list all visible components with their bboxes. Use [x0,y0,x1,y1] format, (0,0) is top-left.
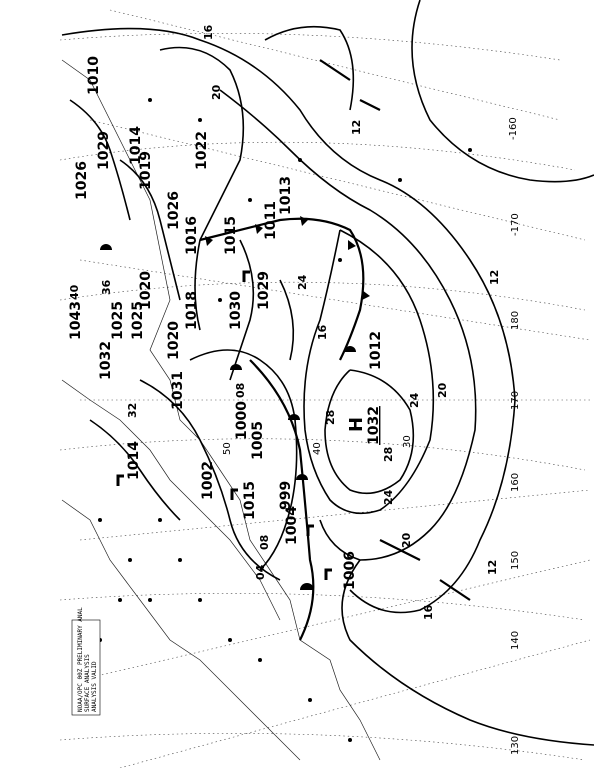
high-symbol: H [346,417,367,432]
header-line-2: SURFACE ANALYSIS [84,654,91,712]
station-plots [98,98,472,742]
pressure-label: 1029 [256,271,272,310]
isobar-value: 20 [400,532,413,548]
pressure-label: 1025 [110,301,126,340]
header-line-1: NOAA/OPC 00Z PRELIMINARY ANAL [77,607,84,712]
pressure-label: 1031 [170,371,186,410]
isobar-value: 24 [382,489,395,505]
isobar-labels: 12 12 12 16 16 16 20 20 20 24 24 24 28 2… [68,24,501,620]
pressure-label: 1015 [223,216,239,255]
pressure-label: 1014 [128,126,144,165]
pressure-label: 1018 [184,291,200,330]
longitude-label: 170 [510,391,521,410]
isobar-value: 20 [436,382,449,398]
isobar-value: 16 [202,24,215,40]
longitude-label: -160 [508,117,519,140]
isobar-value: 20 [210,84,223,100]
pressure-label: 1012 [368,331,384,370]
isobar-value: 32 [126,403,139,418]
pressure-label: 1014 [126,441,142,480]
isobar-value: 16 [316,324,329,340]
pressure-label: 1019 [138,151,154,190]
isobar-value: 40 [68,284,81,300]
isobar-value: 12 [488,270,501,285]
isobar-value: 08 [258,535,271,550]
pressure-label: 1026 [74,161,90,200]
pressure-label: 1029 [96,131,112,170]
graticule-labels: -160 -170 180 170 160 150 140 130 30 40 … [222,117,521,755]
pressure-label: 1000 [234,401,250,440]
weather-fronts [100,59,471,641]
isobar-value: 12 [486,560,499,575]
longitude-label: 140 [510,631,521,650]
isobar-value: 16 [422,604,435,620]
longitude-label: 180 [510,311,521,330]
pressure-label: 1004 [284,506,300,545]
pressure-label: 1016 [184,216,200,255]
pressure-label: 1005 [250,421,266,460]
isobars [61,0,594,746]
pressure-labels: 1010 1026 1029 1019 1014 1022 1013 1011 … [68,56,384,590]
isobar-value: 04 [254,564,267,580]
longitude-label: -170 [510,213,521,236]
high-pressure-center: H 1032 [346,406,382,445]
isobar-value: 12 [350,120,363,135]
pressure-label: 1030 [228,291,244,330]
pressure-label: 1020 [138,271,154,310]
isobar-value: 24 [408,392,421,408]
low-centers [116,270,332,580]
isobar-value: 24 [296,274,309,290]
longitude-label: 160 [510,473,521,492]
longitude-label: 150 [510,551,521,570]
pressure-label: 1025 [130,301,146,340]
pressure-label: 1013 [278,176,294,215]
isobar-value: 36 [100,279,113,295]
longitude-label: 130 [510,736,521,755]
isobar-value: 28 [324,410,337,425]
latitude-label: 40 [312,442,323,455]
pressure-label: 1032 [98,341,114,380]
pressure-label: 1022 [194,131,210,170]
high-pressure-value: 1032 [366,406,382,445]
header-line-3: ANALYSIS VALID [91,661,98,712]
pressure-label: 1010 [86,56,102,95]
pressure-label: 1006 [342,551,358,590]
latitude-label: 30 [402,435,413,448]
pressure-label: 999 [278,481,294,510]
isobar-value: 28 [382,447,395,462]
pressure-label: 1011 [263,201,279,240]
isobar-value: 08 [234,383,247,398]
latitude-label: 50 [222,442,233,455]
analysis-header: NOAA/OPC 00Z PRELIMINARY ANAL SURFACE AN… [71,607,101,716]
pressure-label: 1020 [166,321,182,360]
pressure-label: 1015 [242,481,258,520]
pressure-label: 1043 [68,301,84,340]
pressure-label: 1026 [166,191,182,230]
pressure-label: 1002 [200,461,216,500]
